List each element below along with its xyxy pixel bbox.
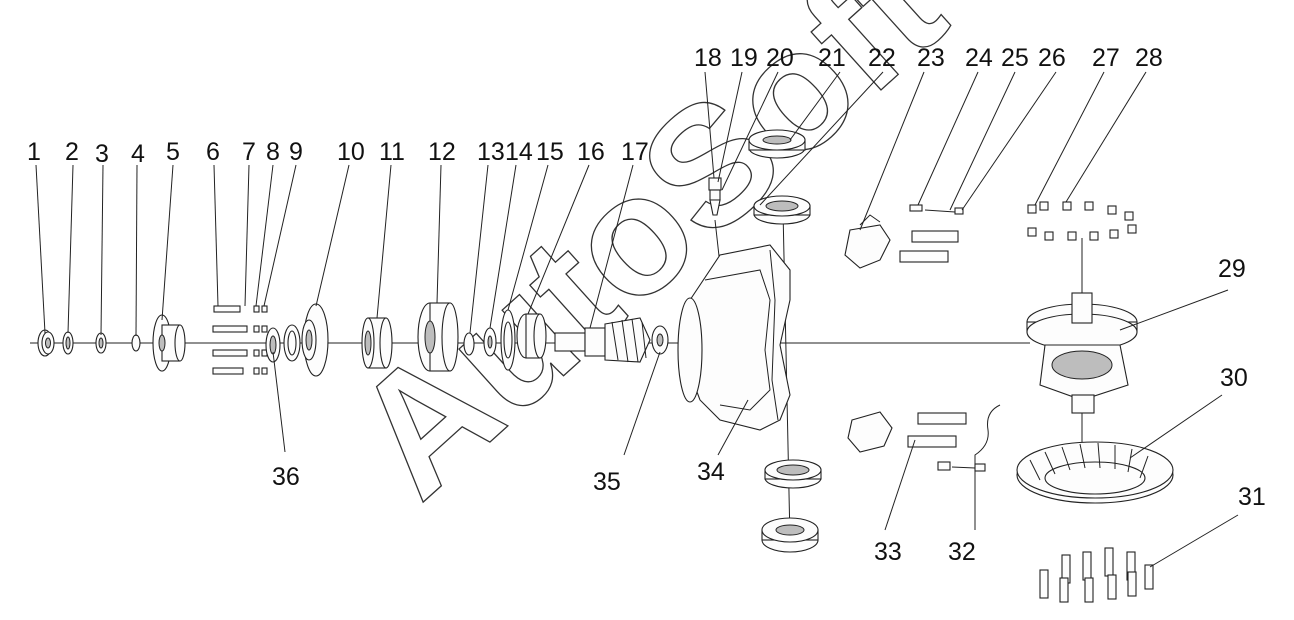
part-21-bearing — [748, 129, 806, 159]
part-6-7-bolts — [212, 305, 248, 375]
callout-22: 22 — [868, 44, 896, 72]
part-11-bearing — [361, 317, 393, 369]
callout-13: 13 — [477, 138, 505, 166]
callout-23: 23 — [917, 44, 945, 72]
callout-2: 2 — [65, 138, 79, 166]
callout-18: 18 — [694, 44, 722, 72]
part-36-seal — [265, 324, 301, 363]
part-17-pinion-shaft — [554, 317, 651, 363]
part-35-bearing — [651, 325, 669, 355]
part-32-lock-plate — [937, 461, 986, 472]
part-30-ring-gear — [1016, 441, 1174, 504]
callout-27: 27 — [1092, 44, 1120, 72]
part-16-bearing — [516, 313, 547, 359]
cap-bolts-upper — [899, 230, 959, 263]
callout-21: 21 — [818, 44, 846, 72]
callout-20: 20 — [766, 44, 794, 72]
callout-34: 34 — [697, 458, 725, 486]
lower-bearing-cup — [764, 459, 822, 489]
part-31-bolts — [1039, 547, 1154, 603]
watermark: AutoSoft — [318, 0, 978, 532]
callout-31: 31 — [1238, 483, 1266, 511]
part-10-flange-cover — [301, 303, 329, 377]
leader-lines — [35, 71, 1239, 568]
part-3-washer — [95, 332, 107, 354]
callout-3: 3 — [95, 140, 109, 168]
part-13-spacer — [463, 332, 475, 356]
part-18-20-breather — [708, 177, 722, 216]
callout-14: 14 — [505, 138, 533, 166]
part-15-shim — [500, 309, 516, 371]
callout-30: 30 — [1220, 364, 1248, 392]
callout-11: 11 — [379, 138, 405, 166]
part-14-shim — [483, 327, 497, 357]
callout-15: 15 — [536, 138, 564, 166]
part-5-flange — [152, 314, 186, 372]
part-33-bearing-cap-lower — [847, 411, 967, 453]
callout-17: 17 — [621, 138, 649, 166]
callout-32: 32 — [948, 538, 976, 566]
part-1-nut — [37, 329, 55, 357]
callout-8: 8 — [266, 138, 280, 166]
callout-33: 33 — [874, 538, 902, 566]
callout-26: 26 — [1038, 44, 1066, 72]
callout-35: 35 — [593, 468, 621, 496]
callout-4: 4 — [131, 140, 145, 168]
callout-1: 1 — [27, 138, 41, 166]
callout-10: 10 — [337, 138, 365, 166]
part-23-bearing-cap — [844, 214, 891, 269]
part-24-26-lock-bolt — [909, 204, 964, 215]
part-34-housing — [677, 244, 791, 431]
callout-labels: 1 2 3 4 5 6 7 8 9 10 11 12 13 14 15 16 1… — [27, 44, 1266, 566]
callout-28: 28 — [1135, 44, 1163, 72]
part-8-9-nuts-washers — [253, 305, 268, 375]
callout-5: 5 — [166, 138, 180, 166]
part-12-bearing-housing — [417, 302, 459, 372]
callout-19: 19 — [730, 44, 758, 72]
callout-36: 36 — [272, 463, 300, 491]
callout-9: 9 — [289, 138, 303, 166]
callout-25: 25 — [1001, 44, 1029, 72]
part-2-washer — [62, 331, 74, 355]
part-4-o-ring — [131, 334, 141, 352]
part-29-differential — [1026, 292, 1138, 414]
callout-24: 24 — [965, 44, 993, 72]
callout-7: 7 — [242, 138, 256, 166]
callout-6: 6 — [206, 138, 220, 166]
callout-29: 29 — [1218, 255, 1246, 283]
part-27-28-nuts — [1027, 201, 1137, 241]
lower-bearing-roller — [761, 517, 819, 553]
callout-12: 12 — [428, 138, 456, 166]
callout-16: 16 — [577, 138, 605, 166]
part-22-bearing-cup — [753, 195, 811, 225]
